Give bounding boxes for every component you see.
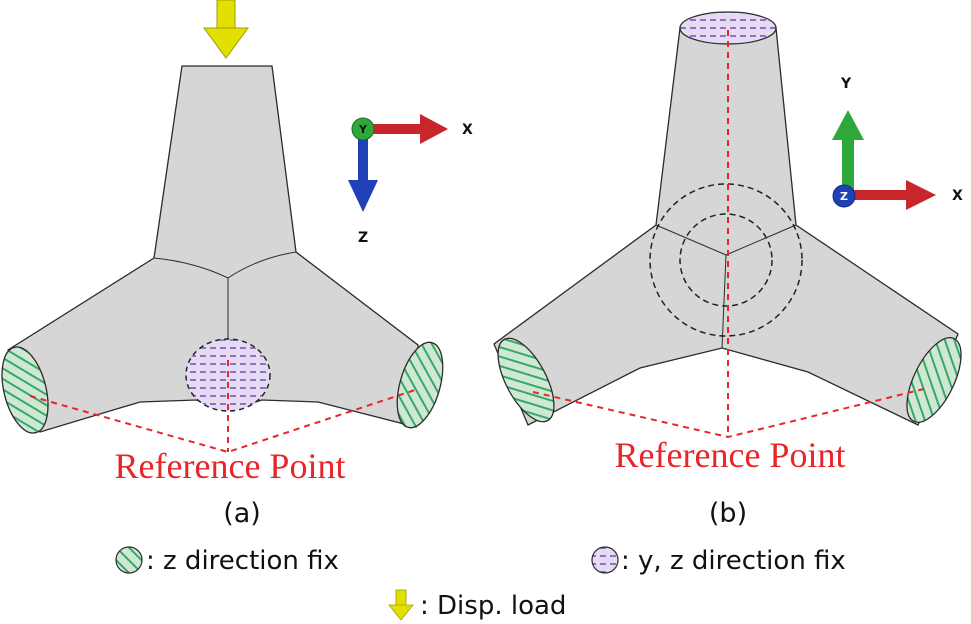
left-end-face-a (1, 346, 49, 434)
legend-yz-fix-text: : y, z direction fix (621, 546, 846, 576)
z-axis-ball-b (832, 184, 856, 208)
yellow-arrow-icon (388, 589, 414, 621)
right-end-face-b (906, 337, 962, 423)
sublabel-b: (b) (709, 498, 747, 529)
reference-label-b: Reference Point (615, 435, 846, 475)
panel-a: Reference Point (a) X Z Y (1, 0, 473, 529)
legend-z-fix-text: : z direction fix (146, 546, 339, 576)
bottom-leg-inner-circle-b (679, 213, 773, 307)
z-axis-label-b: Z (840, 190, 848, 203)
purple-hatch-swatch (591, 546, 619, 574)
reference-lines-b (532, 30, 929, 439)
crease-right-b (725, 224, 797, 256)
top-face-b (679, 11, 777, 45)
y-axis-label-a: Y (358, 123, 368, 136)
green-hatch-swatch (115, 546, 143, 574)
legend-yz-fix: : y, z direction fix (591, 546, 846, 576)
legend-load: : Disp. load (388, 589, 566, 621)
tetrapod-body-b (493, 27, 959, 426)
reference-lines-a (29, 360, 416, 454)
crease-left-b (655, 224, 727, 256)
panel-b: Reference Point (b) Y X Z (493, 11, 963, 529)
x-axis-arrow-b (852, 180, 936, 210)
legend-load-text: : Disp. load (420, 591, 566, 621)
displacement-load-arrow (203, 0, 249, 59)
crease-center-b (721, 254, 727, 349)
x-axis-label-b: X (952, 188, 963, 204)
y-axis-ball-a (351, 117, 375, 141)
y-axis-arrow-b (832, 110, 864, 194)
z-axis-arrow-a (348, 132, 378, 212)
crease-left-a (153, 257, 229, 279)
reference-label-a: Reference Point (115, 446, 346, 486)
y-axis-label-b: Y (840, 76, 852, 92)
x-axis-label-a: X (462, 122, 473, 138)
sublabel-a: (a) (223, 498, 261, 529)
axis-triad-b: Y X Z (832, 76, 963, 210)
z-axis-label-a: Z (358, 230, 368, 246)
bottom-leg-outer-circle-b (649, 183, 803, 337)
crease-right-a (227, 251, 297, 279)
legend-z-fix: : z direction fix (115, 546, 339, 576)
axis-triad-a: X Z Y (348, 114, 473, 246)
legend: : z direction fix : y, z direction fix :… (115, 546, 846, 621)
left-end-face-b (497, 337, 555, 423)
x-axis-arrow-a (368, 114, 448, 144)
right-end-face-a (396, 341, 444, 429)
